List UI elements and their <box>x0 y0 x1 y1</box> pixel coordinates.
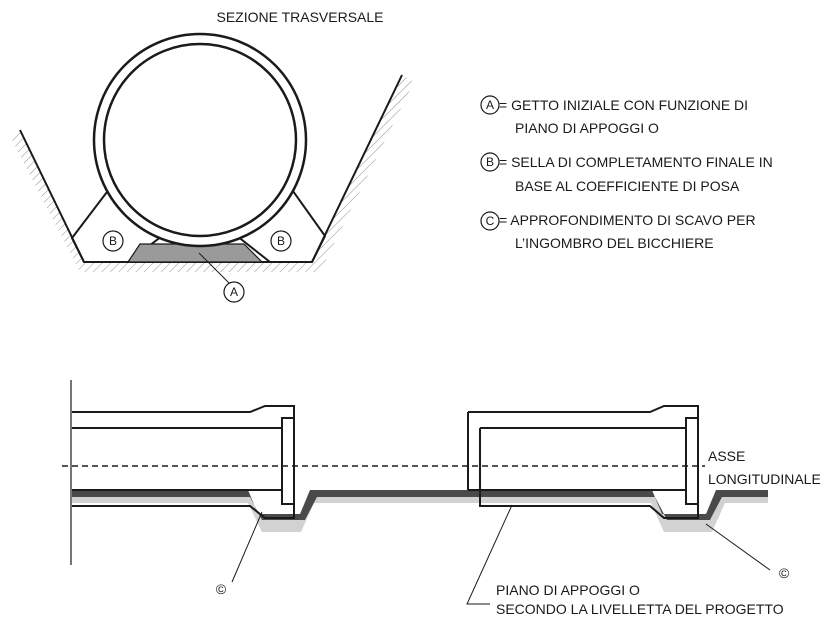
pipe-1 <box>72 405 295 519</box>
pipe-inner <box>102 42 298 238</box>
svg-text:B: B <box>109 234 117 248</box>
marker-c-left: © <box>216 581 227 597</box>
marker-c-right: © <box>779 565 790 581</box>
marker-b-left: B <box>102 230 124 252</box>
svg-text:B: B <box>277 234 285 248</box>
leader-bedding <box>466 504 513 605</box>
legend-c-line2: L’INGOMBRO DEL BICCHIERE <box>515 235 714 251</box>
legend-item-a: A = GETTO INIZIALE CON FUNZIONE DI PIANO… <box>480 95 748 136</box>
bedding-label-line2: SECONDO LA LIVELLETTA DEL PROGETTO <box>496 601 784 617</box>
marker-a: A <box>223 281 245 303</box>
legend-b-line1: = SELLA DI COMPLETAMENTO FINALE IN <box>499 154 773 170</box>
cross-section-title: SEZIONE TRASVERSALE <box>216 9 383 25</box>
cross-section: SEZIONE TRASVERSALE B B A <box>12 9 414 303</box>
legend-a-line2: PIANO DI APPOGGI O <box>515 120 659 136</box>
legend-a-line1: = GETTO INIZIALE CON FUNZIONE DI <box>499 97 748 113</box>
soil-hatch-right <box>260 75 414 272</box>
pipe-2 <box>467 405 699 519</box>
legend-item-b: B = SELLA DI COMPLETAMENTO FINALE IN BAS… <box>480 152 773 194</box>
legend-b-line2: BASE AL COEFFICIENTE DI POSA <box>515 178 740 194</box>
svg-text:A: A <box>486 98 494 112</box>
svg-text:A: A <box>230 285 238 299</box>
legend: A = GETTO INIZIALE CON FUNZIONE DI PIANO… <box>480 95 773 251</box>
leader-c-left <box>231 511 263 583</box>
leader-a <box>198 252 231 285</box>
axis-label-line2: LONGITUDINALE <box>708 471 821 487</box>
svg-text:C: C <box>486 214 495 228</box>
legend-c-line1: = APPROFONDIMENTO DI SCAVO PER <box>499 212 756 228</box>
bedding-label-line1: PIANO DI APPOGGI O <box>496 582 640 598</box>
axis-label-line1: ASSE <box>708 448 745 464</box>
bedding-light-layer <box>72 497 768 532</box>
marker-b-right: B <box>270 230 292 252</box>
legend-item-c: C = APPROFONDIMENTO DI SCAVO PER L’INGOM… <box>480 211 756 251</box>
longitudinal-section: ASSE LONGITUDINALE © © PIANO DI APPOGGI … <box>62 380 821 617</box>
svg-text:B: B <box>486 155 494 169</box>
initial-bed-A <box>126 243 264 263</box>
leader-c-right <box>705 523 771 571</box>
